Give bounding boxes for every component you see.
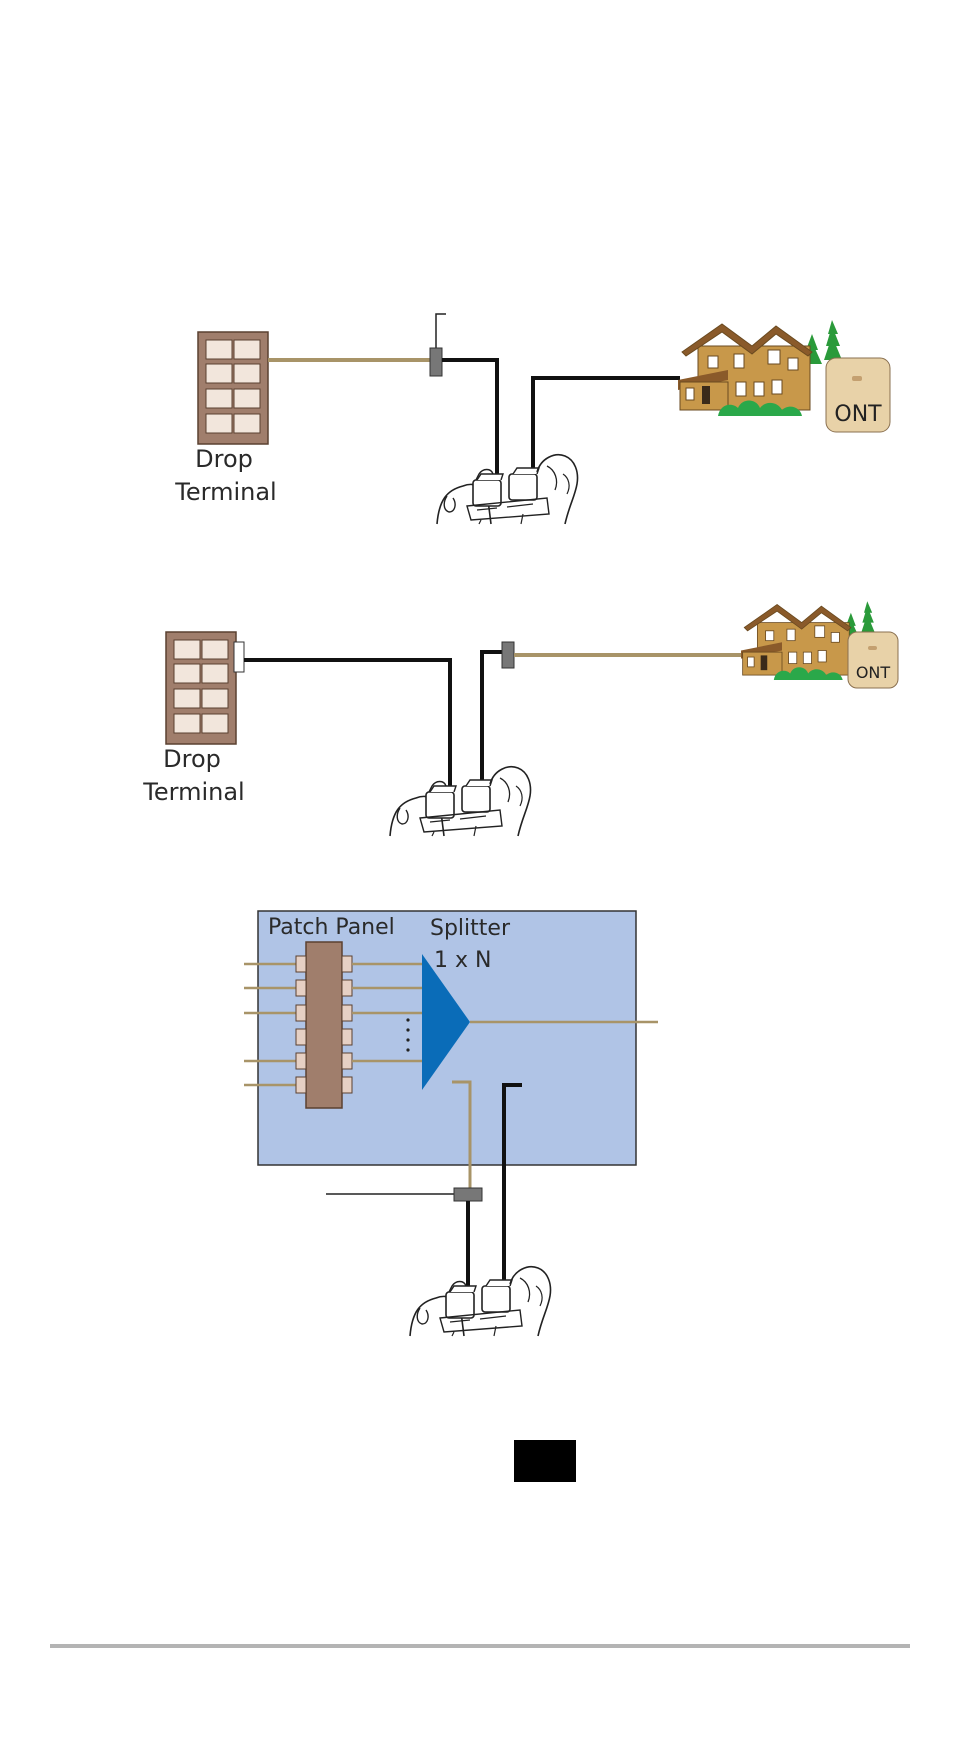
- diagram-2: Drop Terminal ONT: [142, 601, 898, 836]
- bulkhead-connector: [430, 348, 442, 376]
- footer-rule: [50, 1644, 910, 1648]
- ont-led: [868, 646, 877, 650]
- patch-cord-2: [533, 378, 680, 488]
- drop-terminal: [198, 332, 268, 444]
- splitter-label-line1: Splitter: [430, 916, 511, 941]
- drop-terminal-label-line2: Terminal: [174, 478, 276, 506]
- diagram-1: Drop Terminal ONT: [174, 314, 890, 524]
- ont-led: [852, 376, 862, 381]
- drop-terminal-label-line2: Terminal: [142, 778, 244, 806]
- bulkhead-connector: [454, 1188, 482, 1201]
- diagram-3: Patch Panel Splitter 1 x N: [244, 911, 658, 1336]
- bulkhead-connector: [502, 642, 514, 668]
- patch-panel-label: Patch Panel: [268, 915, 395, 940]
- splitter-label-line2: 1 x N: [434, 948, 491, 973]
- terminal-port: [234, 642, 244, 672]
- patch-cord-1: [244, 660, 450, 800]
- test-instrument: [390, 767, 531, 836]
- drop-terminal-label-line1: Drop: [195, 445, 253, 473]
- ont-label: ONT: [834, 402, 882, 427]
- test-instrument: [410, 1267, 551, 1336]
- page-tab-marker: [514, 1440, 576, 1482]
- drop-terminal: [166, 632, 236, 744]
- ont-label: ONT: [856, 663, 891, 682]
- test-instrument: [437, 455, 578, 524]
- drop-terminal-label-line1: Drop: [163, 745, 221, 773]
- house-icon: [678, 320, 842, 416]
